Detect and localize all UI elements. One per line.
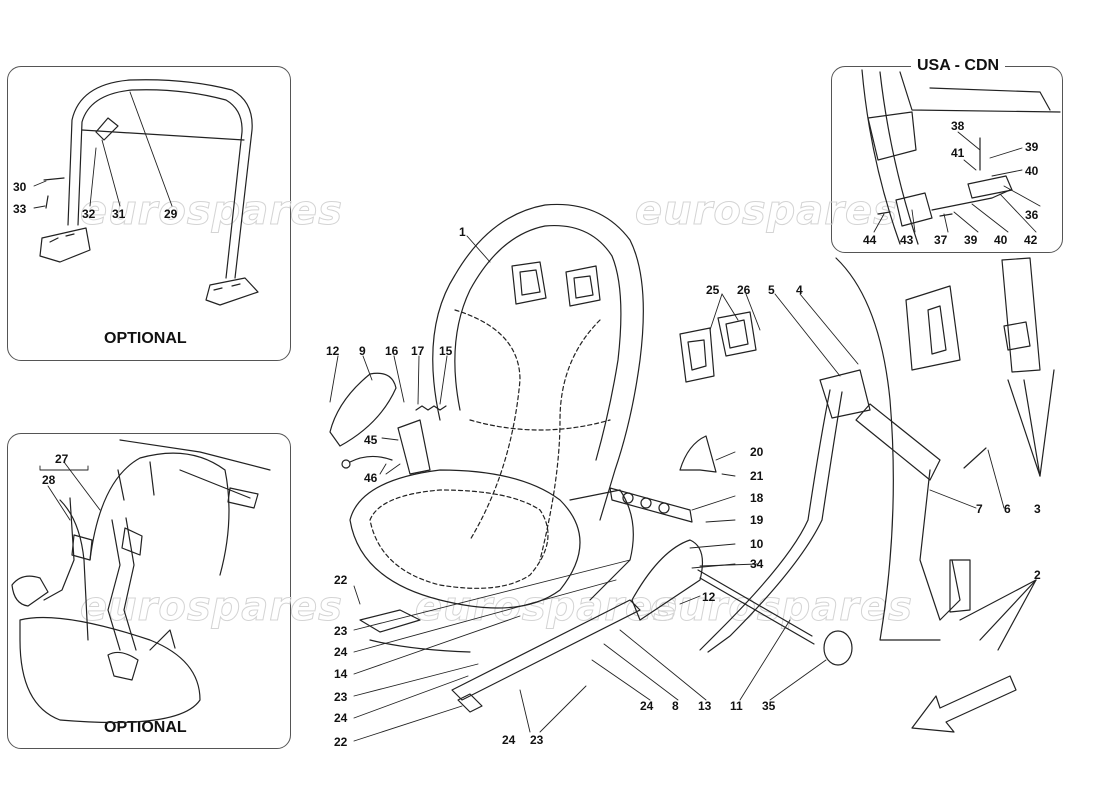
callout-12b: 12 bbox=[702, 590, 716, 604]
callout-12: 12 bbox=[326, 344, 340, 358]
callout-24: 24 bbox=[334, 645, 348, 659]
callout-44: 44 bbox=[863, 233, 877, 247]
callout-9: 9 bbox=[359, 344, 366, 358]
callout-8: 8 bbox=[672, 699, 679, 713]
callout-5: 5 bbox=[768, 283, 775, 297]
callout-18: 18 bbox=[750, 491, 764, 505]
usa-cdn-drawing bbox=[861, 69, 1061, 245]
callout-33: 33 bbox=[13, 202, 27, 216]
callout-42: 42 bbox=[1024, 233, 1038, 247]
callout-22: 22 bbox=[334, 573, 348, 587]
callout-19: 19 bbox=[750, 513, 764, 527]
callout-26: 26 bbox=[737, 283, 751, 297]
callout-41: 41 bbox=[951, 146, 965, 160]
callout-6: 6 bbox=[1004, 502, 1011, 516]
callout-22b: 22 bbox=[334, 735, 348, 749]
callout-23: 23 bbox=[334, 624, 348, 638]
inset-roll-bar bbox=[7, 66, 291, 361]
callout-21: 21 bbox=[750, 469, 764, 483]
callout-27: 27 bbox=[55, 452, 69, 466]
callout-40b: 40 bbox=[994, 233, 1008, 247]
callout-40: 40 bbox=[1025, 164, 1039, 178]
callout-38: 38 bbox=[951, 119, 965, 133]
callout-24d: 24 bbox=[640, 699, 654, 713]
callout-28: 28 bbox=[42, 473, 56, 487]
callout-24b: 24 bbox=[334, 711, 348, 725]
callout-25: 25 bbox=[706, 283, 720, 297]
harness-drawing bbox=[11, 439, 271, 724]
callout-29: 29 bbox=[164, 207, 178, 221]
callout-35: 35 bbox=[762, 699, 776, 713]
callout-11: 11 bbox=[730, 699, 743, 713]
inset-roll-bar-title: OPTIONAL bbox=[98, 330, 193, 348]
leader-lines bbox=[33, 91, 1041, 742]
inset-harness bbox=[7, 433, 291, 749]
callout-36: 36 bbox=[1025, 208, 1039, 222]
callout-1: 1 bbox=[459, 225, 466, 239]
roll-bar-drawing bbox=[39, 79, 259, 306]
main-seat-drawing bbox=[329, 203, 853, 713]
callout-2: 2 bbox=[1034, 568, 1041, 582]
callout-46: 46 bbox=[364, 471, 378, 485]
callout-labels: 1 12 9 16 17 15 45 46 25 26 5 4 20 21 18… bbox=[13, 119, 1041, 749]
callout-24c: 24 bbox=[502, 733, 516, 747]
callout-30: 30 bbox=[13, 180, 27, 194]
inset-usa-cdn bbox=[831, 66, 1063, 253]
callout-7: 7 bbox=[976, 502, 983, 516]
callout-23c: 23 bbox=[530, 733, 544, 747]
callout-32: 32 bbox=[82, 207, 96, 221]
callout-14: 14 bbox=[334, 667, 348, 681]
belt-and-pillar-drawing bbox=[699, 257, 1055, 733]
callout-3: 3 bbox=[1034, 502, 1041, 516]
callout-31: 31 bbox=[112, 207, 126, 221]
callout-23b: 23 bbox=[334, 690, 348, 704]
callout-39: 39 bbox=[1025, 140, 1039, 154]
callout-15: 15 bbox=[439, 344, 453, 358]
callout-20: 20 bbox=[750, 445, 764, 459]
inset-harness-title: OPTIONAL bbox=[98, 719, 193, 737]
callout-13: 13 bbox=[698, 699, 712, 713]
inset-usa-cdn-title: USA - CDN bbox=[911, 57, 1006, 75]
callout-37: 37 bbox=[934, 233, 948, 247]
callout-45: 45 bbox=[364, 433, 378, 447]
callout-17: 17 bbox=[411, 344, 425, 358]
callout-4: 4 bbox=[796, 283, 803, 297]
callout-16: 16 bbox=[385, 344, 399, 358]
callout-34: 34 bbox=[750, 557, 764, 571]
callout-10: 10 bbox=[750, 537, 764, 551]
callout-39b: 39 bbox=[964, 233, 978, 247]
callout-43: 43 bbox=[900, 233, 914, 247]
